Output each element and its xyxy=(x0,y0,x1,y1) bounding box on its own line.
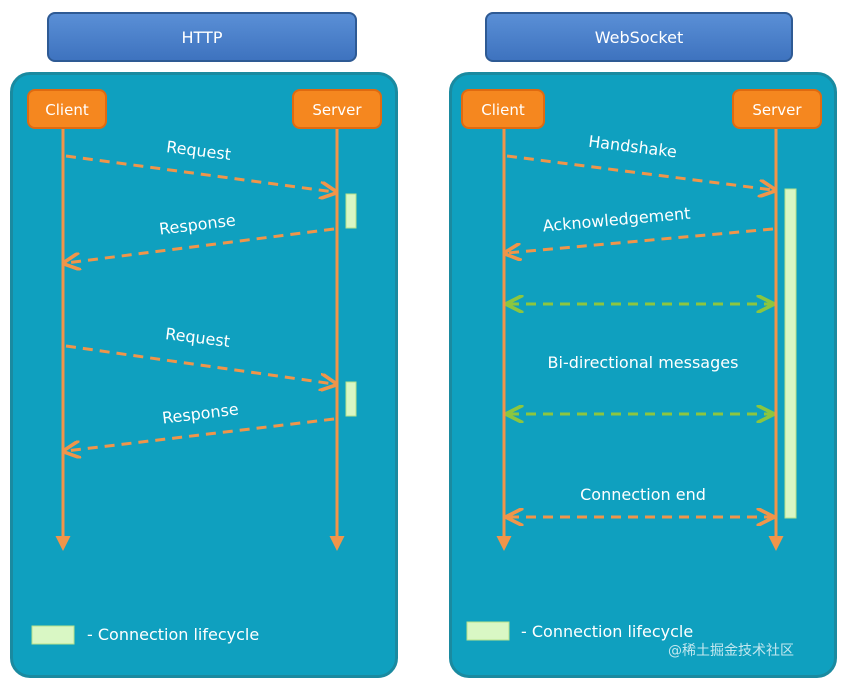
ws-acknowledgement-label: Acknowledgement xyxy=(542,204,691,236)
http-title: HTTP xyxy=(47,12,357,62)
ws-legend-swatch xyxy=(466,621,510,641)
ws-server-node: Server xyxy=(732,89,822,129)
ws-handshake-label: Handshake xyxy=(587,132,678,162)
http-client-label: Client xyxy=(45,101,89,119)
http-request-arrow-1 xyxy=(65,154,334,192)
http-response-label-2: Response xyxy=(161,399,240,427)
http-server-label: Server xyxy=(312,101,362,119)
http-client-node: Client xyxy=(27,89,107,129)
http-request-label-1: Request xyxy=(165,137,232,164)
ws-handshake-arrow xyxy=(506,154,773,190)
websocket-title: WebSocket xyxy=(485,12,793,62)
http-response-arrow-1 xyxy=(66,227,335,263)
ws-connection-end-label: Connection end xyxy=(580,485,706,504)
http-lifecycle-bar-2 xyxy=(345,381,357,417)
http-legend-swatch xyxy=(31,625,75,645)
ws-acknowledgement-arrow xyxy=(507,227,774,253)
http-response-arrow-2 xyxy=(66,417,335,451)
http-request-arrow-2 xyxy=(65,344,334,384)
http-response-label-1: Response xyxy=(158,210,237,238)
ws-client-label: Client xyxy=(481,101,525,119)
ws-server-label: Server xyxy=(752,101,802,119)
watermark: @稀土掘金技术社区 xyxy=(668,643,794,659)
http-lifecycle-bar-1 xyxy=(345,193,357,229)
http-request-label-2: Request xyxy=(164,324,231,351)
http-server-node: Server xyxy=(292,89,382,129)
ws-client-node: Client xyxy=(461,89,545,129)
ws-bidirectional-label: Bi-directional messages xyxy=(548,353,739,372)
ws-lifecycle-bar xyxy=(784,188,797,519)
http-legend-label: - Connection lifecycle xyxy=(87,625,259,644)
ws-legend-label: - Connection lifecycle xyxy=(521,622,693,641)
